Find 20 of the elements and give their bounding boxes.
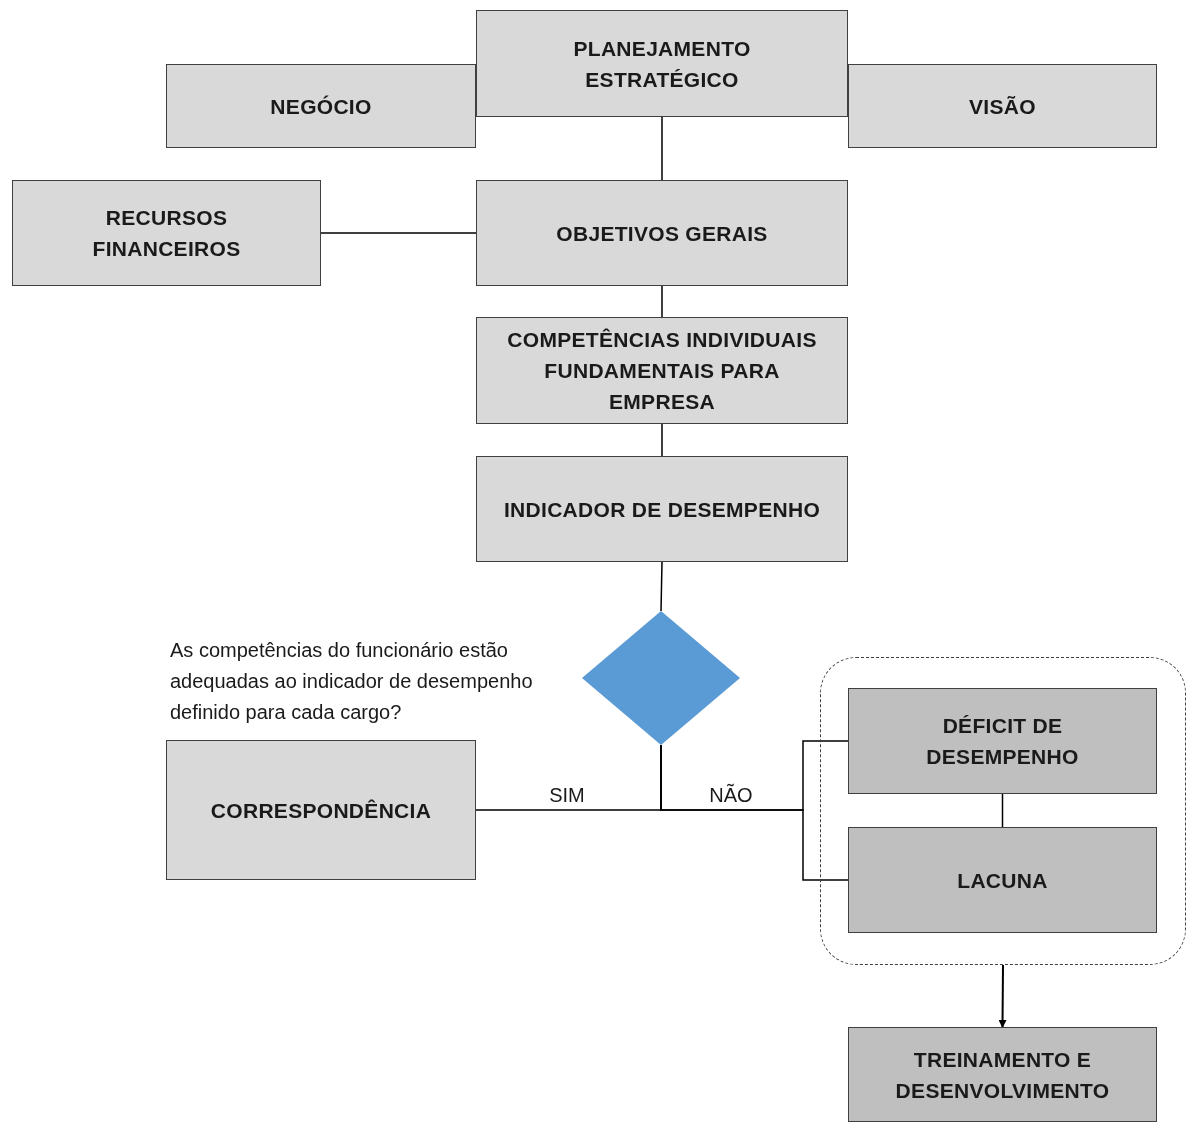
connector-line: [661, 423, 663, 457]
connector-line: [661, 285, 663, 318]
process-box: PLANEJAMENTO ESTRATÉGICO: [476, 10, 848, 117]
question-text: As competências do funcionário estão adequadas ao indicador de desempenho definido para cada cargo?: [170, 638, 534, 725]
process-box: CORRESPONDÊNCIA: [166, 740, 476, 880]
process-box: COMPETÊNCIAS INDIVIDUAIS FUNDAMENTAIS PARA EMPRESA: [476, 317, 848, 424]
connector-line: [661, 116, 663, 181]
process-box: INDICADOR DE DESEMPENHO: [476, 456, 848, 562]
process-box: OBJETIVOS GERAIS: [476, 180, 848, 286]
connector-line: [1001, 793, 1004, 828]
arrow: [998, 964, 1007, 1028]
process-box: NEGÓCIO: [166, 64, 476, 148]
process-box: RECURSOS FINANCEIROS: [12, 180, 321, 286]
connector-line: [660, 561, 663, 612]
connector-line: [320, 232, 477, 234]
process-box: VISÃO: [848, 64, 1157, 148]
process-box: DÉFICIT DE DESEMPENHO: [848, 688, 1157, 794]
process-box: TREINAMENTO E DESENVOLVIMENTO: [848, 1027, 1157, 1122]
process-box: LACUNA: [848, 827, 1157, 933]
connector-line: [660, 744, 849, 881]
